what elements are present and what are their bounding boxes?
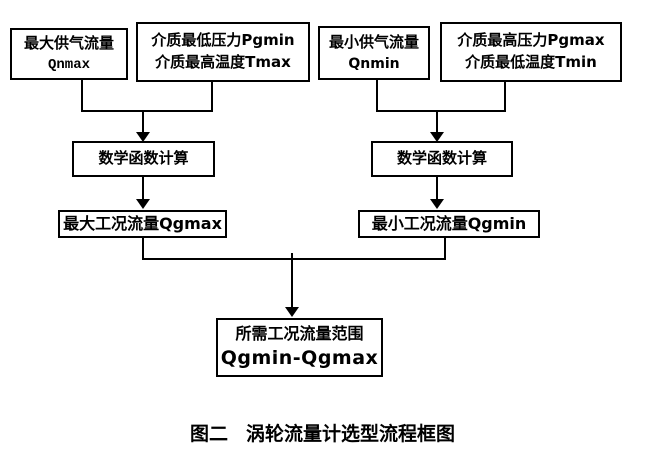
figure-caption-number: 图二 bbox=[189, 423, 228, 445]
node-symbol: Qnmin bbox=[348, 55, 400, 72]
node-label: 数学函数计算 bbox=[98, 149, 189, 168]
node-label: 所需工况流量范围 bbox=[235, 324, 364, 344]
node-math-function-calc-left: 数学函数计算 bbox=[72, 141, 215, 177]
arrowhead-icons bbox=[136, 132, 444, 317]
node-min-pressure-max-temp: 介质最低压力Pgmin 介质最高温度Tmax bbox=[136, 22, 310, 82]
node-min-working-flow: 最小工况流量Qgmin bbox=[358, 210, 540, 238]
node-math-function-calc-right: 数学函数计算 bbox=[371, 141, 513, 177]
node-max-pressure-min-temp: 介质最高压力Pgmax 介质最低温度Tmin bbox=[440, 22, 622, 82]
node-label: 最小工况流量Qgmin bbox=[371, 214, 527, 234]
node-label: 介质最低温度Tmin bbox=[465, 53, 597, 71]
node-label: 最小供气流量 bbox=[328, 32, 419, 51]
node-label: 最大工况流量Qgmax bbox=[63, 214, 222, 234]
node-max-supply-flow: 最大供气流量 Qnmax bbox=[10, 28, 128, 80]
node-required-flow-range: 所需工况流量范围 Qgmin-Qgmax bbox=[216, 318, 383, 377]
node-label: 介质最低压力Pgmin bbox=[151, 31, 295, 50]
node-max-working-flow: 最大工况流量Qgmax bbox=[58, 210, 227, 238]
figure-caption-title: 涡轮流量计选型流程框图 bbox=[246, 423, 456, 445]
node-label: 数学函数计算 bbox=[396, 149, 487, 168]
node-min-supply-flow: 最小供气流量 Qnmin bbox=[318, 26, 430, 80]
node-label: 介质最高压力Pgmax bbox=[457, 31, 605, 50]
node-symbol: Qgmin-Qgmax bbox=[220, 347, 379, 370]
figure-caption: 图二涡轮流量计选型流程框图 bbox=[0, 419, 645, 446]
node-label: 介质最高温度Tmax bbox=[155, 53, 291, 71]
node-symbol: Qnmax bbox=[47, 56, 90, 73]
node-label: 最大供气流量 bbox=[23, 33, 114, 52]
